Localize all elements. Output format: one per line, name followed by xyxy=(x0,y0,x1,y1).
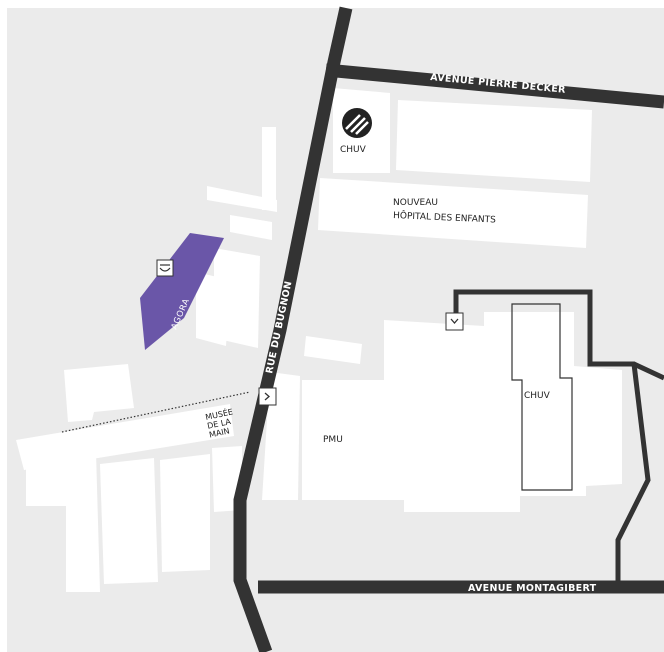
roads xyxy=(233,6,664,652)
road-avenue-pierre-decker xyxy=(325,63,664,109)
building-nouveau-hopital xyxy=(318,178,588,248)
path-musee-de-la-main xyxy=(61,391,251,433)
smile-face-icon[interactable] xyxy=(156,259,174,277)
building-nw-1 xyxy=(262,127,276,210)
path-service-east xyxy=(615,363,651,587)
building-north-block xyxy=(396,100,592,182)
building-chuv-main-outline xyxy=(511,303,573,491)
building-agora[interactable] xyxy=(140,233,224,350)
chuv-logo-icon xyxy=(342,108,372,138)
building-west-2 xyxy=(16,404,234,470)
building-nw-3 xyxy=(230,215,272,240)
path-service-loop xyxy=(453,289,664,381)
svg-text:MAIN: MAIN xyxy=(208,426,230,439)
building-nw-2 xyxy=(207,186,277,212)
road-rue-du-bugnon xyxy=(233,6,353,652)
label-pmu: PMU xyxy=(323,435,343,445)
building-nw-5 xyxy=(196,272,230,346)
building-west-3 xyxy=(26,452,100,592)
building-small-mid xyxy=(304,336,362,364)
chevron-down-icon[interactable] xyxy=(445,312,464,331)
building-west-5 xyxy=(160,454,210,572)
label-nouveau: NOUVEAU xyxy=(393,198,438,208)
label-chuv-logo: CHUV xyxy=(340,145,367,155)
label-avenue-montagibert: AVENUE MONTAGIBERT xyxy=(468,583,597,594)
building-west-1 xyxy=(64,364,134,422)
chevron-right-icon[interactable] xyxy=(258,387,277,406)
label-chuv-main: CHUV xyxy=(524,391,551,401)
building-chuv-complex xyxy=(302,312,622,512)
building-west-4 xyxy=(100,458,158,584)
buildings xyxy=(16,88,622,592)
